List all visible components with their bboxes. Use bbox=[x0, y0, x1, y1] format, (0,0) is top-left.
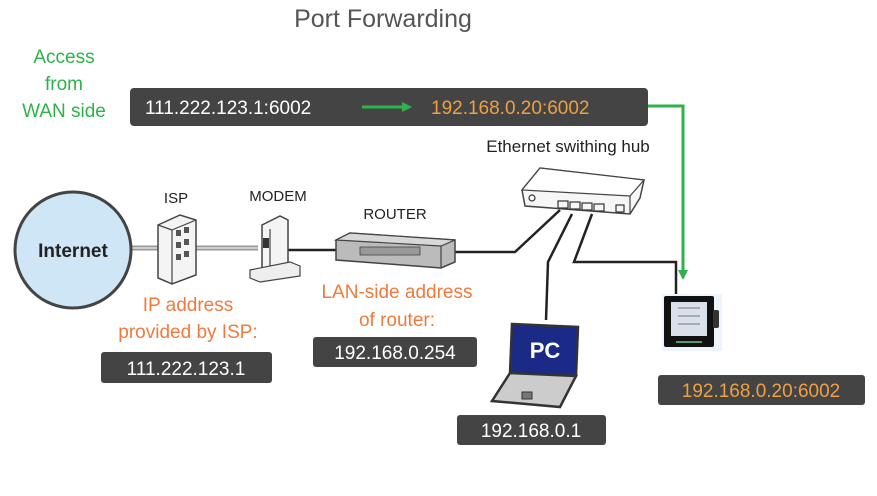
forward-path-line bbox=[648, 104, 688, 280]
power-meter-icon bbox=[662, 294, 722, 351]
external-address: 111.222.123.1:6002 bbox=[145, 98, 311, 119]
router-address-box bbox=[313, 337, 477, 367]
modem-node: MODEM bbox=[249, 188, 307, 283]
isp-label: ISP bbox=[164, 190, 188, 207]
internet-node: Internet bbox=[13, 190, 133, 310]
router-label: ROUTER bbox=[363, 206, 427, 223]
cable-hub-pc bbox=[544, 213, 574, 321]
pc-address: 192.168.0.1 bbox=[481, 421, 581, 442]
pc-node: PC 192.168.0.1 bbox=[457, 322, 606, 445]
device-address: 192.168.0.20:6002 bbox=[682, 381, 841, 402]
wan-label-line-3: WAN side bbox=[22, 101, 106, 122]
isp-caption-line-2: provided by ISP: bbox=[118, 322, 257, 343]
internet-label: Internet bbox=[38, 241, 108, 262]
hub-node: Ethernet swithing hub bbox=[486, 137, 650, 215]
pc-address-box bbox=[457, 415, 606, 445]
router-caption-line-2: of router: bbox=[359, 310, 435, 331]
router-node: ROUTER LAN-side address of router: 192.1… bbox=[313, 206, 477, 367]
forwarding-rule-box: 111.222.123.1:6002 192.168.0.20:6002 bbox=[130, 88, 648, 126]
router-caption-line-1: LAN-side address bbox=[321, 282, 472, 303]
modem-icon bbox=[249, 215, 301, 283]
pc-label: PC bbox=[530, 338, 561, 363]
ethernet-hub-icon bbox=[520, 167, 646, 215]
device-address-box bbox=[658, 375, 865, 405]
isp-server-icon bbox=[157, 214, 197, 285]
cables bbox=[132, 209, 678, 321]
diagram-title: Port Forwarding bbox=[294, 5, 472, 33]
isp-address-box bbox=[101, 352, 272, 383]
isp-node: ISP IP address provided by ISP: 111.222.… bbox=[101, 190, 272, 383]
internal-address: 192.168.0.20:6002 bbox=[431, 98, 590, 119]
hub-label: Ethernet swithing hub bbox=[486, 137, 650, 156]
isp-address: 111.222.123.1 bbox=[127, 359, 246, 380]
cable-router-hub bbox=[455, 209, 561, 254]
router-address: 192.168.0.254 bbox=[334, 343, 456, 364]
modem-label: MODEM bbox=[249, 188, 307, 205]
cable-hub-device bbox=[572, 213, 678, 296]
laptop-icon: PC bbox=[489, 322, 580, 409]
wan-access-label: Access from WAN side bbox=[22, 47, 106, 122]
isp-caption-line-1: IP address bbox=[143, 295, 233, 316]
router-icon bbox=[333, 232, 456, 269]
wan-label-line-2: from bbox=[45, 74, 83, 95]
internet-globe-icon bbox=[13, 190, 133, 310]
wan-label-line-1: Access bbox=[33, 47, 94, 68]
device-node: 192.168.0.20:6002 bbox=[658, 294, 865, 405]
